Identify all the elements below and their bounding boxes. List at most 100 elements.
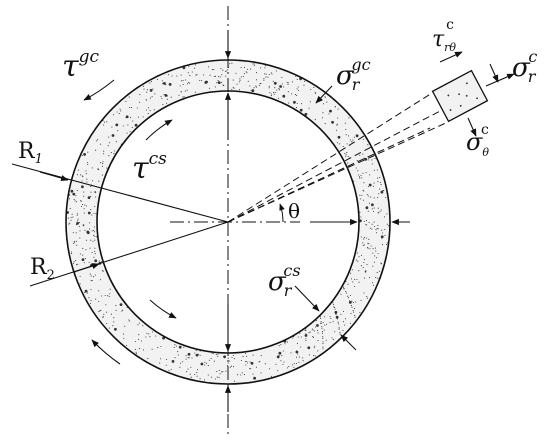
speckle <box>142 85 145 87</box>
speckle <box>296 88 298 90</box>
speckle <box>77 263 79 265</box>
speckle <box>83 191 85 193</box>
speckle <box>316 324 319 327</box>
speckle <box>362 153 364 155</box>
speckle <box>218 76 220 78</box>
speckle <box>363 182 365 184</box>
speckle <box>75 240 77 242</box>
speckle <box>312 336 314 338</box>
speckle <box>208 87 211 89</box>
speckle <box>375 250 377 252</box>
speckle <box>350 278 353 280</box>
speckle <box>105 304 107 306</box>
speckle <box>308 107 310 109</box>
speckle <box>106 322 108 325</box>
speckle <box>276 89 278 91</box>
speckle <box>321 327 323 329</box>
speckle <box>250 68 252 70</box>
speckle <box>337 323 340 325</box>
speckle <box>74 241 76 243</box>
shear-outer-top-arrow <box>83 79 115 101</box>
speckle <box>364 157 368 161</box>
speckle <box>113 150 115 152</box>
speckle <box>70 251 73 253</box>
speckle <box>330 317 332 320</box>
speckle <box>337 123 339 125</box>
speckle <box>217 81 221 84</box>
speckle <box>321 326 323 328</box>
speckle <box>112 325 114 327</box>
speckle <box>95 298 97 300</box>
speckle <box>182 83 184 86</box>
speckle <box>136 107 138 109</box>
speckle <box>90 288 92 291</box>
speckle <box>99 310 101 312</box>
speckle <box>366 297 368 299</box>
speckle <box>269 368 271 370</box>
speckle <box>176 75 178 77</box>
shear-inner-top-arrow <box>145 119 173 141</box>
speckle <box>271 73 273 75</box>
speckle <box>339 331 341 333</box>
speckle <box>314 91 316 93</box>
speckle <box>302 357 304 359</box>
speckle <box>195 74 197 76</box>
speckle <box>195 350 197 352</box>
speckle <box>169 82 171 84</box>
speckle <box>191 357 193 359</box>
speckle <box>73 240 75 242</box>
speckle <box>321 332 324 334</box>
speckle <box>191 71 193 73</box>
speckle <box>363 258 365 260</box>
speckle <box>166 98 168 100</box>
speckle <box>85 239 88 241</box>
speckle <box>194 91 196 93</box>
speckle <box>347 297 349 299</box>
label-sigma-r-c: σrc <box>512 47 537 86</box>
speckle <box>280 360 282 362</box>
speckle <box>229 63 231 65</box>
speckle <box>138 338 140 340</box>
r1-arrow <box>39 171 69 182</box>
speckle <box>122 309 124 311</box>
speckle <box>293 101 295 103</box>
speckle <box>255 366 257 368</box>
speckle <box>363 138 365 140</box>
speckle <box>240 66 242 69</box>
speckle <box>380 209 382 211</box>
speckle <box>304 334 308 337</box>
speckle <box>72 231 74 234</box>
speckle <box>351 300 353 302</box>
speckle <box>278 88 280 90</box>
speckle <box>230 365 233 367</box>
label-r1: R1 <box>18 139 43 167</box>
speckle <box>101 174 103 176</box>
speckle <box>344 153 346 155</box>
speckle <box>115 123 119 127</box>
speckle <box>183 346 185 348</box>
speckle <box>94 235 96 237</box>
speckle <box>156 78 159 81</box>
speckle <box>339 143 341 145</box>
speckle <box>253 87 255 89</box>
speckle <box>342 146 344 148</box>
speckle <box>180 74 182 76</box>
speckle <box>88 297 90 299</box>
speckle <box>278 351 282 355</box>
speckle <box>187 81 190 84</box>
speckle <box>213 75 215 78</box>
speckle <box>244 352 247 354</box>
speckle <box>199 79 201 81</box>
speckle <box>338 328 340 330</box>
speckle <box>237 374 239 376</box>
speckle <box>362 172 364 174</box>
speckle <box>222 69 224 71</box>
speckle <box>256 72 258 74</box>
speckle <box>329 109 331 111</box>
speckle <box>347 295 349 297</box>
speckle <box>223 85 225 87</box>
speckle <box>372 210 375 213</box>
speckle <box>182 96 184 98</box>
speckle <box>246 355 248 357</box>
